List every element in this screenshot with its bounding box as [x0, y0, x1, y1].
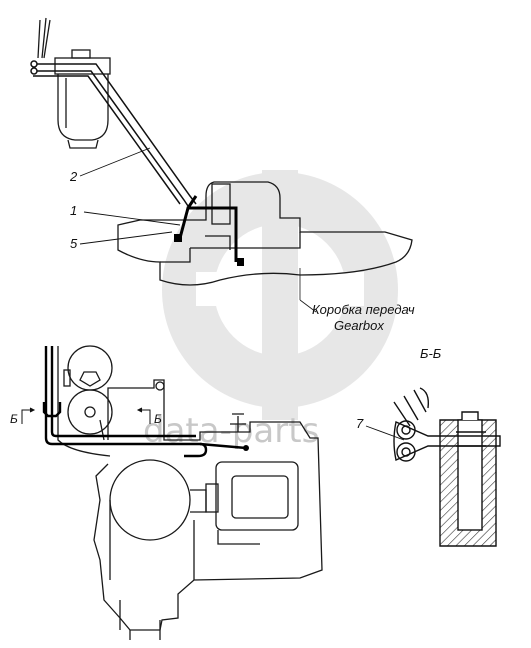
callout-leaders	[79, 147, 405, 441]
gearbox-label-ru: Коробка передач	[312, 302, 415, 317]
filter-assembly	[37, 17, 111, 149]
callout-5: 5	[70, 236, 78, 251]
section-detail	[393, 387, 501, 547]
callout-1: 1	[70, 203, 77, 218]
pipe-lower	[42, 346, 247, 458]
tube-end	[237, 258, 244, 266]
tube-1	[178, 195, 238, 262]
callout-2: 2	[69, 169, 78, 184]
gearbox-body	[117, 181, 413, 313]
section-mark-right: Б	[154, 412, 162, 426]
pipe-2	[30, 60, 197, 207]
section-title: Б-Б	[420, 346, 442, 361]
section-marks	[21, 407, 151, 424]
gearbox-label-en: Gearbox	[334, 318, 384, 333]
fitting-5	[174, 234, 182, 242]
watermark-logo	[162, 170, 398, 420]
pipe-lower-end	[243, 445, 249, 451]
section-mark-left: Б	[10, 412, 18, 426]
callout-7: 7	[356, 416, 364, 431]
engine-side-view	[57, 345, 323, 640]
